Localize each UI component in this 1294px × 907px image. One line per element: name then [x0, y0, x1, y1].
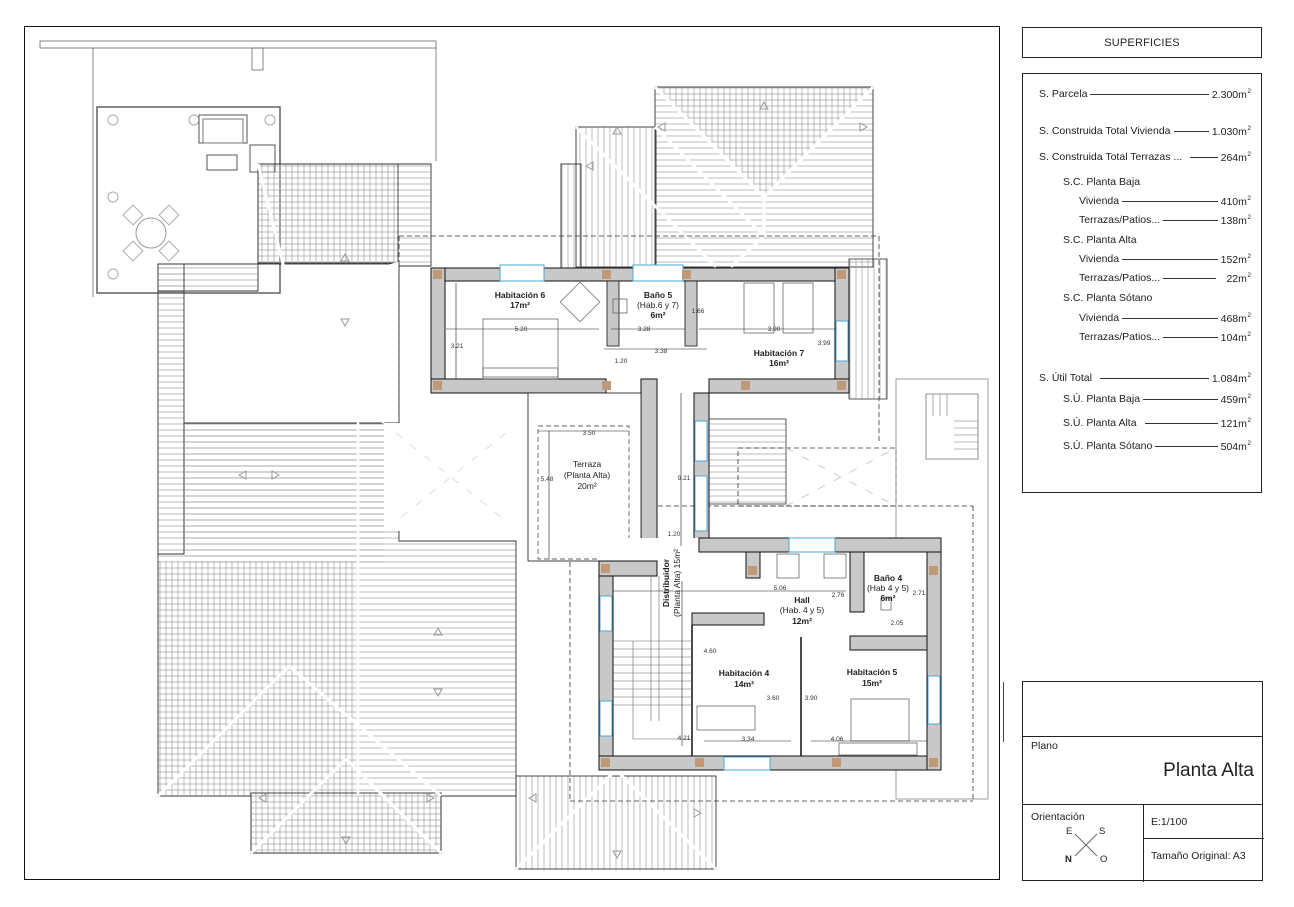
divider: [1143, 804, 1144, 882]
row-construida-vivienda: S. Construida Total Vivienda 1.030m2: [1039, 124, 1251, 138]
svg-text:3.50: 3.50: [583, 430, 596, 437]
svg-text:3.21: 3.21: [451, 343, 464, 350]
row-alta-terrazas: Terrazas/Patios... 22m2: [1079, 271, 1251, 285]
svg-text:3.99: 3.99: [818, 340, 831, 347]
svg-text:16m²: 16m²: [769, 358, 789, 368]
roof-top: [398, 85, 880, 441]
floor-plan-frame: 5.20 3.21 1.20 3.28 1.66 3.38 3.90 3.99 …: [24, 26, 1000, 880]
section-planta-baja: S.C. Planta Baja: [1063, 176, 1141, 188]
plano-label: Plano: [1031, 740, 1058, 752]
svg-text:(Planta Alta): (Planta Alta): [564, 470, 610, 480]
svg-text:5.06: 5.06: [774, 585, 787, 592]
svg-text:5.48: 5.48: [541, 476, 554, 483]
svg-text:(Hab.6 y 7): (Hab.6 y 7): [637, 300, 679, 310]
svg-text:4.21: 4.21: [678, 735, 691, 742]
room-habitacion-5: Habitación 5: [847, 667, 898, 677]
section-planta-alta: S.C. Planta Alta: [1063, 234, 1137, 246]
svg-text:6m²: 6m²: [650, 310, 665, 320]
row-sotano-terrazas: Terrazas/Patios... 104m2: [1079, 330, 1251, 344]
row-util-alta: S.Ú. Planta Alta 121m2: [1063, 416, 1251, 430]
svg-text:1.20: 1.20: [615, 358, 628, 365]
svg-text:15m²: 15m²: [862, 678, 882, 688]
room-habitacion-6: Habitación 6: [495, 290, 546, 300]
room-labels: Habitación 6 17m² Baño 5 (Hab.6 y 7) 6m²…: [495, 290, 909, 689]
svg-text:3.60: 3.60: [767, 695, 780, 702]
plano-value: Planta Alta: [1163, 760, 1254, 781]
svg-text:5.20: 5.20: [515, 326, 528, 333]
svg-text:(Planta Alta) 15m²: (Planta Alta) 15m²: [672, 549, 682, 617]
upper-wing: [430, 264, 850, 562]
superficies-header: SUPERFICIES: [1022, 27, 1262, 58]
row-construida-terrazas: S. Construida Total Terrazas ... 264m2: [1039, 150, 1251, 164]
svg-text:1.20: 1.20: [668, 531, 681, 538]
svg-text:3.90: 3.90: [805, 695, 818, 702]
svg-text:9.21: 9.21: [678, 475, 691, 482]
svg-text:3.90: 3.90: [768, 326, 781, 333]
room-bano-5: Baño 5: [644, 290, 673, 300]
row-baja-terrazas: Terrazas/Patios... 138m2: [1079, 213, 1251, 227]
svg-text:20m²: 20m²: [577, 481, 597, 491]
original-size-value: Tamaño Original: A3: [1151, 850, 1246, 862]
room-bano-4: Baño 4: [874, 573, 903, 583]
row-baja-vivienda: Vivienda 410m2: [1079, 194, 1251, 208]
room-terraza: Terraza: [573, 459, 602, 469]
room-habitacion-7: Habitación 7: [754, 348, 805, 358]
svg-text:2.05: 2.05: [891, 620, 904, 627]
scale-value: E:1/100: [1151, 816, 1188, 828]
svg-text:3.38: 3.38: [655, 348, 668, 355]
svg-text:2.71: 2.71: [913, 590, 926, 597]
svg-text:17m²: 17m²: [510, 300, 530, 310]
divider: [1023, 804, 1262, 805]
superficies-table: S. Parcela 2.300m2 S. Construida Total V…: [1022, 73, 1262, 493]
room-habitacion-4: Habitación 4: [719, 668, 770, 678]
orientacion-label: Orientación: [1031, 811, 1085, 823]
room-distribuidor: Distribuidor: [661, 558, 671, 607]
svg-text:4.60: 4.60: [704, 648, 717, 655]
divider: [1023, 736, 1262, 737]
svg-text:3.28: 3.28: [638, 326, 651, 333]
row-sotano-vivienda: Vivienda 468m2: [1079, 311, 1251, 325]
room-hall: Hall: [794, 595, 810, 605]
lower-wing: [598, 537, 942, 771]
svg-text:3.34: 3.34: [742, 736, 755, 743]
svg-text:(Hab. 4 y 5): (Hab. 4 y 5): [780, 605, 825, 615]
dimension-labels: 5.20 3.21 1.20 3.28 1.66 3.38 3.90 3.99 …: [451, 308, 926, 743]
row-parcela: S. Parcela 2.300m2: [1039, 87, 1251, 101]
svg-text:4.06: 4.06: [831, 736, 844, 743]
row-alta-vivienda: Vivienda 152m2: [1079, 252, 1251, 266]
floor-plan-drawing: 5.20 3.21 1.20 3.28 1.66 3.38 3.90 3.99 …: [39, 40, 989, 871]
row-util-total: S. Útil Total 1.084m2: [1039, 371, 1251, 385]
section-planta-sotano: S.C. Planta Sótano: [1063, 292, 1153, 304]
svg-text:(Hab 4 y 5): (Hab 4 y 5): [867, 583, 909, 593]
svg-text:12m²: 12m²: [792, 616, 812, 626]
svg-text:2.76: 2.76: [832, 592, 845, 599]
svg-text:1.66: 1.66: [692, 308, 705, 315]
divider: [1143, 838, 1264, 839]
compass-icon: E S N O: [1065, 826, 1108, 865]
row-util-baja: S.Ú. Planta Baja 459m2: [1063, 392, 1251, 406]
light-well: [384, 423, 516, 531]
row-util-sotano: S.Ú. Planta Sótano 504m2: [1063, 439, 1251, 453]
roof-right: [569, 258, 989, 802]
dimension-lines: [446, 283, 927, 746]
svg-text:6m²: 6m²: [880, 593, 895, 603]
title-block-edge: [1003, 682, 1004, 742]
title-block: Plano Planta Alta Orientación E S N O E:…: [1022, 681, 1264, 882]
roof-planes: [156, 163, 718, 871]
svg-text:14m²: 14m²: [734, 679, 754, 689]
